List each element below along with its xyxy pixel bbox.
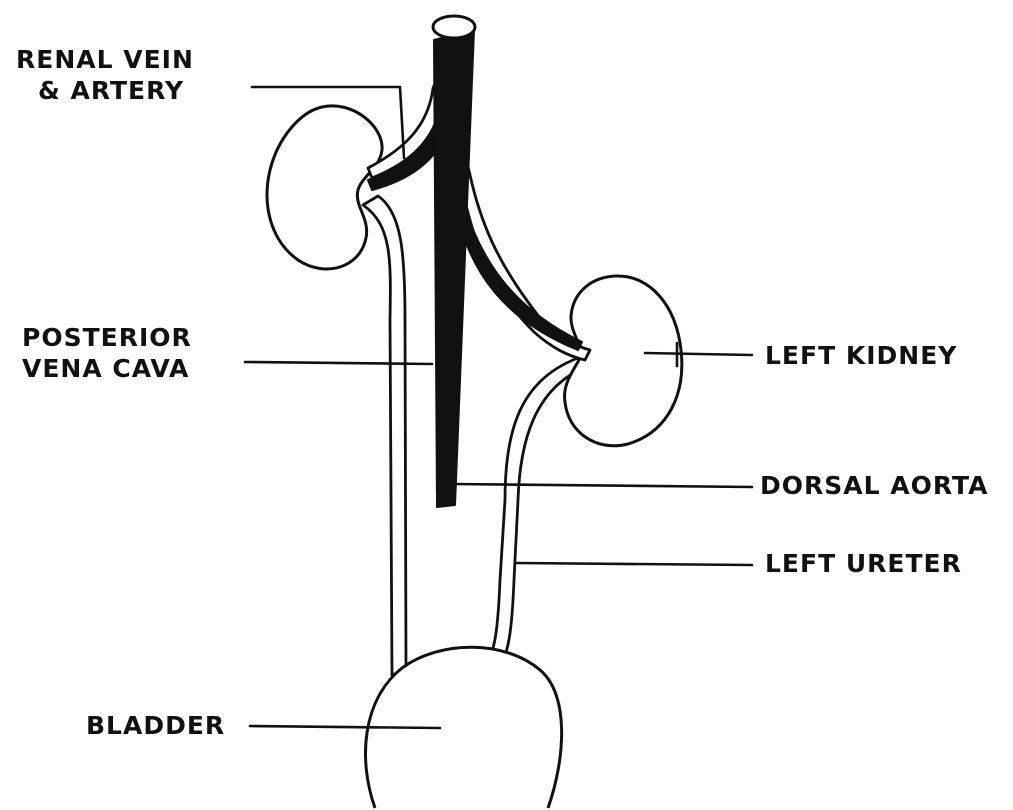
right-kidney [267, 106, 382, 269]
label-left-ureter: LEFT URETER [765, 548, 962, 579]
label-renal-vein-line2: & ARTERY [16, 75, 194, 106]
label-renal-vein-line1: RENAL VEIN [16, 44, 194, 75]
leader-left-ureter [516, 563, 752, 565]
aorta-top-opening [433, 16, 475, 38]
right-ureter [363, 196, 406, 675]
left-kidney [565, 276, 682, 446]
label-posterior-vena-cava: POSTERIOR VENA CAVA [22, 322, 192, 384]
label-renal-vein-artery: RENAL VEIN & ARTERY [16, 44, 194, 106]
label-left-kidney: LEFT KIDNEY [765, 340, 957, 371]
label-dorsal-aorta: DORSAL AORTA [760, 470, 988, 501]
label-bladder: BLADDER [86, 710, 225, 741]
dorsal-aorta [434, 30, 474, 507]
leader-dorsal-aorta [452, 484, 752, 487]
label-posterior-line1: POSTERIOR [22, 322, 192, 353]
label-posterior-line2: VENA CAVA [22, 353, 192, 384]
